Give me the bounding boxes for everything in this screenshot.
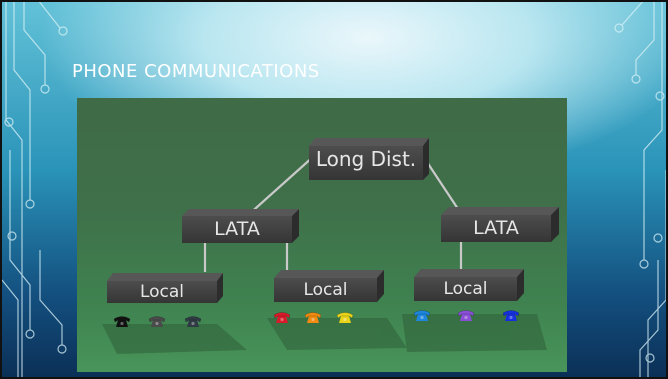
label-lata-right: LATA <box>473 217 519 239</box>
local-left-telephone-icon <box>184 316 202 327</box>
local-right-telephone-icon <box>413 310 431 321</box>
connector-lines <box>203 155 463 272</box>
node-local-middle <box>274 270 384 302</box>
label-local-left: Local <box>139 282 185 302</box>
local-middle-telephone-icon <box>273 312 291 323</box>
local-right-telephone-icon <box>457 310 475 321</box>
local-left-telephone-icon <box>148 316 166 327</box>
circuit-decoration-left <box>1 0 68 379</box>
local-right-telephone-icon <box>502 310 520 321</box>
local-middle-telephone-icon <box>336 312 354 323</box>
node-lata-right <box>441 207 559 242</box>
connector-long-dist-lata-left <box>246 155 315 217</box>
local-middle-telephone-icon <box>304 312 322 323</box>
node-local-right <box>414 269 524 301</box>
slide-title: PHONE COMMUNICATIONS <box>72 61 320 82</box>
label-long-distance: Long Dist. <box>315 147 417 171</box>
node-local-left <box>107 273 223 303</box>
network-hierarchy-diagram: Long Dist. LATA LATA Local Local Local <box>77 98 567 372</box>
circuit-decoration-right <box>614 0 667 379</box>
node-lata-left <box>182 209 299 243</box>
ground-shadows <box>102 314 547 354</box>
label-local-middle: Local <box>303 280 348 300</box>
node-long-distance <box>309 138 429 180</box>
telephones <box>113 310 520 327</box>
local-left-telephone-icon <box>113 316 131 327</box>
label-local-right: Local <box>443 279 488 299</box>
connector-long-dist-lata-right <box>422 155 463 216</box>
label-lata-left: LATA <box>214 218 260 240</box>
